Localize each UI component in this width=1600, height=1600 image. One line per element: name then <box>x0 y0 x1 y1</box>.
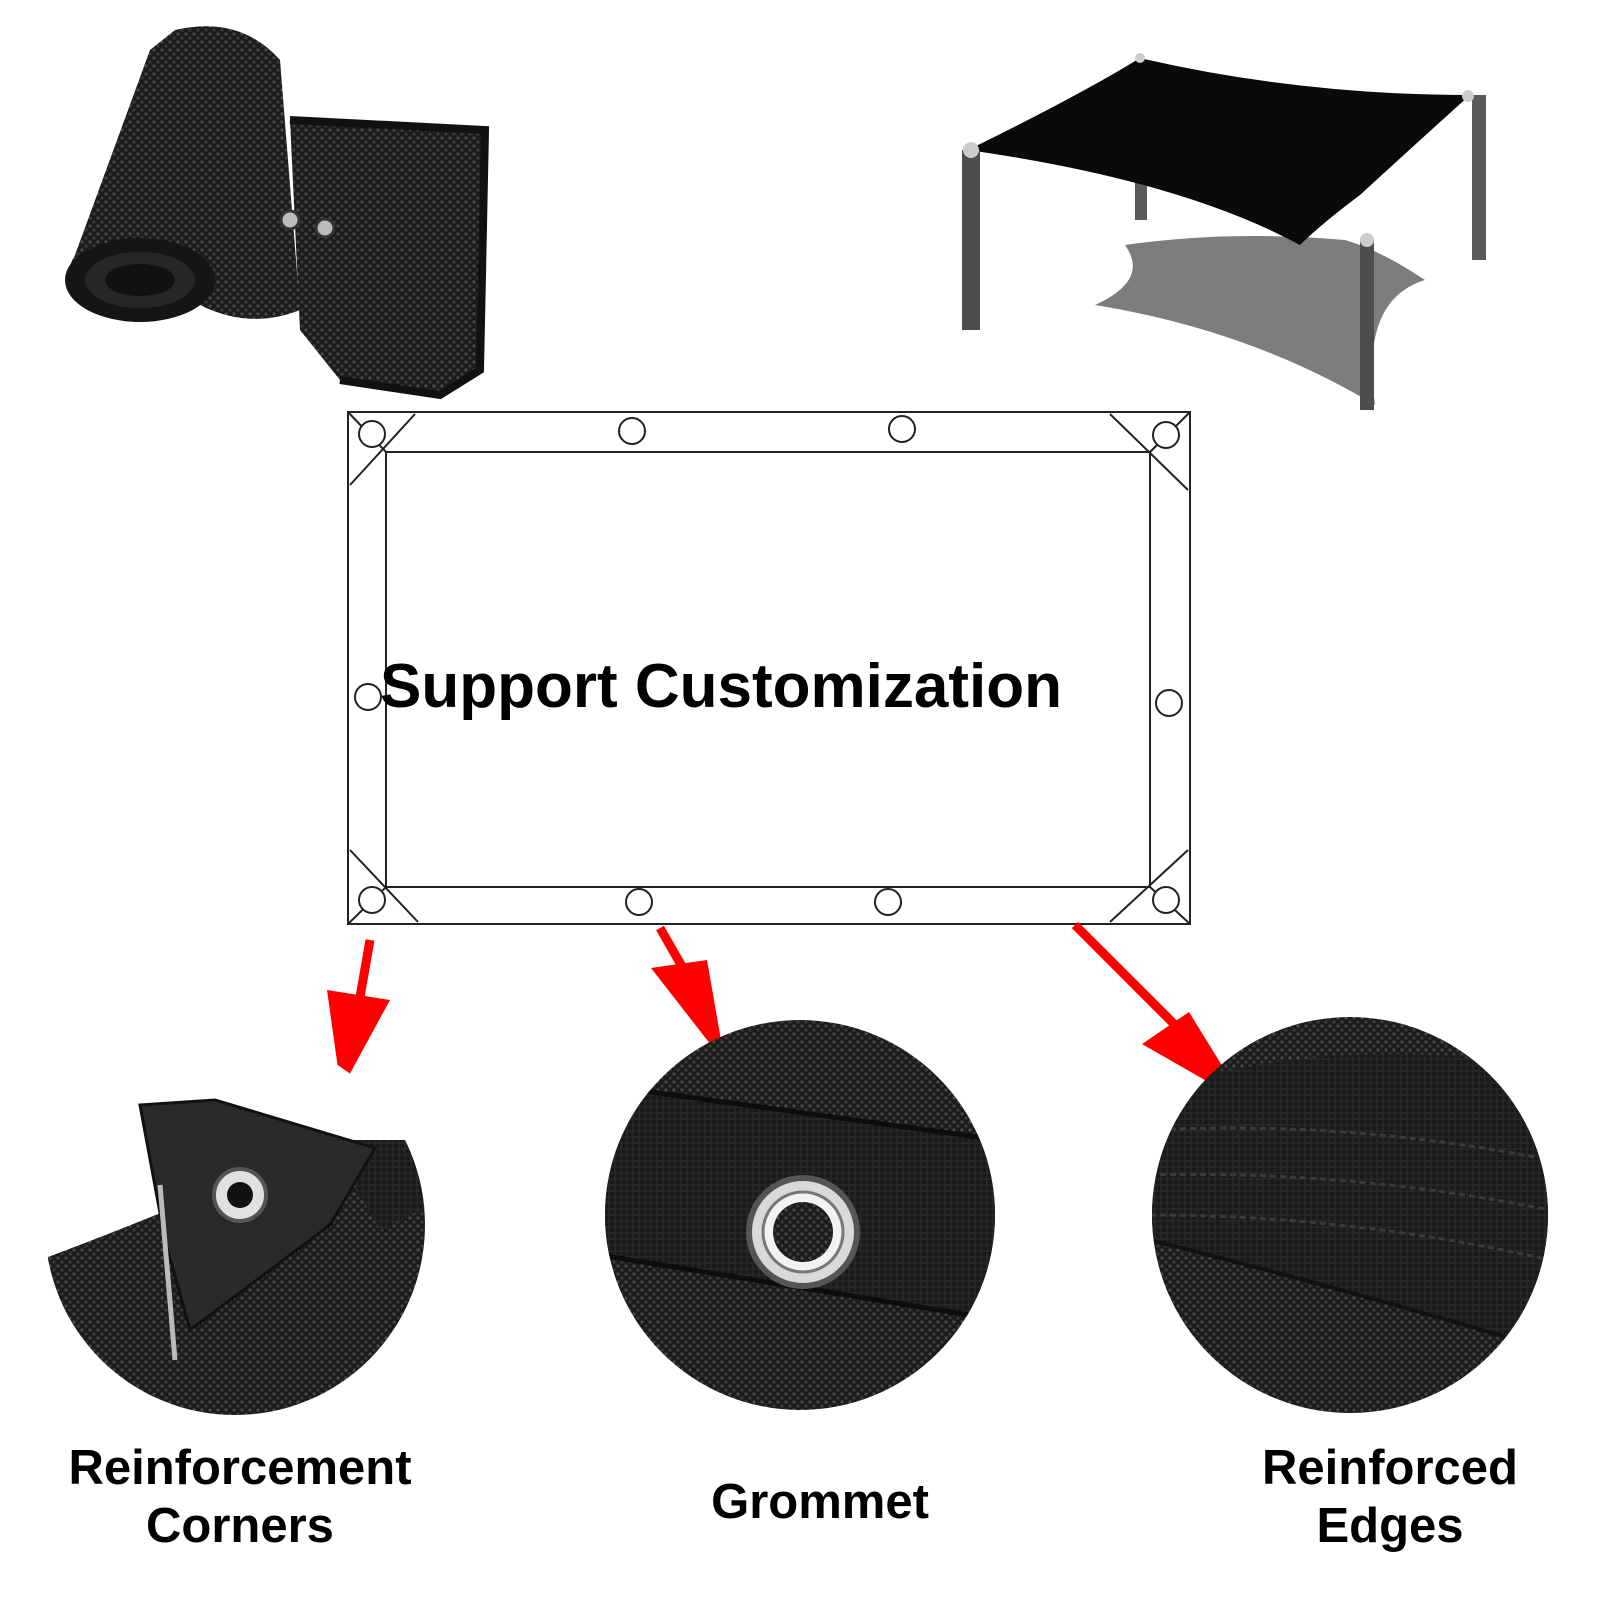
corner-detail-image <box>45 1035 425 1415</box>
schematic-grommets <box>354 415 1183 916</box>
arrow-to-corners-head <box>327 990 390 1090</box>
grommet-marker <box>888 415 916 443</box>
grommet-marker <box>874 888 902 916</box>
grommet-label-line1: Grommet <box>711 1475 929 1529</box>
arrow-to-edges <box>1071 921 1194 1044</box>
edge-detail-image <box>1152 1017 1548 1413</box>
reinforcement-corners-label-line2: Corners <box>146 1498 334 1553</box>
reinforced-edges-label: Reinforced Edges <box>1180 1440 1600 1556</box>
reinforcement-corners-label-line1: Reinforcement <box>68 1441 412 1495</box>
grommet-label: Grommet <box>640 1474 1000 1532</box>
grommet-marker <box>358 420 386 448</box>
grommet-marker <box>1152 421 1180 449</box>
grommet-marker <box>625 888 653 916</box>
reinforcement-corners-label: Reinforcement Corners <box>20 1440 460 1556</box>
grommet-marker <box>618 417 646 445</box>
grommet-detail-image <box>605 1020 995 1410</box>
grommet-marker <box>354 683 382 711</box>
grommet-marker <box>1152 886 1180 914</box>
center-title: Support Customization <box>380 652 1062 721</box>
arrow-to-grommet-head <box>651 960 725 1063</box>
rolled-shade-net-image <box>65 26 490 400</box>
reinforced-edges-label-line2: Edges <box>1316 1498 1464 1553</box>
shade-sail-illustration <box>962 53 1486 410</box>
grommet-marker <box>358 886 386 914</box>
reinforced-edges-label-line1: Reinforced <box>1262 1441 1518 1495</box>
grommet-marker <box>1155 689 1183 717</box>
